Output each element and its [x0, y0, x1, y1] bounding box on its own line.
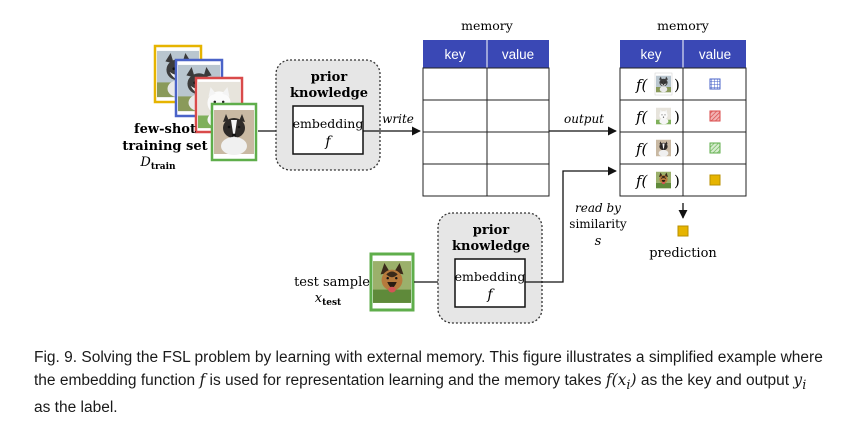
memory-key-close: ) — [674, 172, 680, 190]
embedding-top-symbol: f — [324, 134, 333, 150]
memory-value-square — [709, 174, 721, 186]
write-memory-value-header: value — [502, 47, 534, 62]
write-memory-table: memory key value — [422, 18, 550, 197]
write-memory-key-header: key — [444, 47, 465, 62]
read-label-line1: read by — [575, 201, 621, 215]
write-memory-header — [423, 40, 549, 68]
output-memory-table: memory key value f( ) f( ) f( ) — [619, 18, 747, 197]
embedding-top-box — [292, 105, 364, 155]
test-label-line1: test sample — [294, 275, 370, 290]
test-label-symbol: xtest — [315, 291, 342, 308]
memory-key-close: ) — [674, 108, 680, 126]
read-by-similarity-label: read by similarity s — [569, 201, 627, 249]
prior-top-title-2: knowledge — [290, 86, 368, 101]
memory-key-image — [656, 139, 671, 157]
read-by-similarity-arrow — [525, 166, 617, 283]
memory-value-square — [709, 78, 721, 90]
memory-key-image — [656, 171, 671, 189]
memory-key-close: ) — [674, 76, 680, 94]
training-label-symbol: Dtrain — [139, 155, 176, 172]
read-label-line2: similarity — [569, 217, 627, 231]
prior-bottom-title-1: prior — [473, 223, 510, 238]
memory-key-image — [656, 75, 671, 93]
memory-value-square — [709, 110, 721, 122]
write-label: write — [382, 112, 414, 126]
prior-knowledge-top: prior knowledge embedding f — [275, 59, 381, 171]
memory-key-open: f( — [635, 108, 649, 126]
figure-caption: Fig. 9. Solving the FSL problem by learn… — [34, 349, 823, 417]
embedding-bottom-symbol: f — [486, 287, 495, 303]
embedding-bottom-label: embedding — [455, 269, 526, 284]
memory-key-open: f( — [635, 172, 649, 190]
output-label: output — [564, 112, 604, 126]
memory-value-square — [709, 142, 721, 154]
output-memory-title: memory — [657, 18, 710, 33]
read-label-symbol: s — [595, 234, 602, 249]
test-sample-label: test sample xtest — [294, 275, 370, 308]
memory-key-open: f( — [635, 76, 649, 94]
prior-knowledge-bottom: prior knowledge embedding f — [437, 212, 543, 324]
output-memory-value-header: value — [699, 47, 731, 62]
test-sample-image — [369, 252, 415, 312]
embedding-top-label: embedding — [293, 116, 364, 131]
training-label-line1: few-shot — [134, 122, 196, 137]
memory-key-image — [656, 107, 671, 125]
memory-diagram: few-shot training set Dtrain prior knowl… — [122, 18, 747, 324]
training-image-collie — [210, 102, 258, 162]
embedding-bottom-box — [454, 258, 526, 308]
memory-key-close: ) — [674, 140, 680, 158]
prediction-label: prediction — [649, 246, 717, 261]
training-set-label: few-shot training set Dtrain — [122, 122, 207, 172]
memory-row: f( ) — [635, 72, 721, 96]
output-memory-key-header: key — [640, 47, 661, 62]
prior-bottom-title-2: knowledge — [452, 239, 530, 254]
training-set-images — [153, 44, 258, 162]
prior-top-title-1: prior — [311, 70, 348, 85]
memory-row: f( ) — [635, 139, 721, 158]
memory-key-open: f( — [635, 140, 649, 158]
memory-row: f( ) — [635, 107, 721, 126]
memory-row: f( ) — [635, 171, 721, 190]
write-memory-title: memory — [461, 18, 514, 33]
training-label-line2: training set — [122, 139, 207, 154]
prediction-square — [677, 225, 689, 237]
